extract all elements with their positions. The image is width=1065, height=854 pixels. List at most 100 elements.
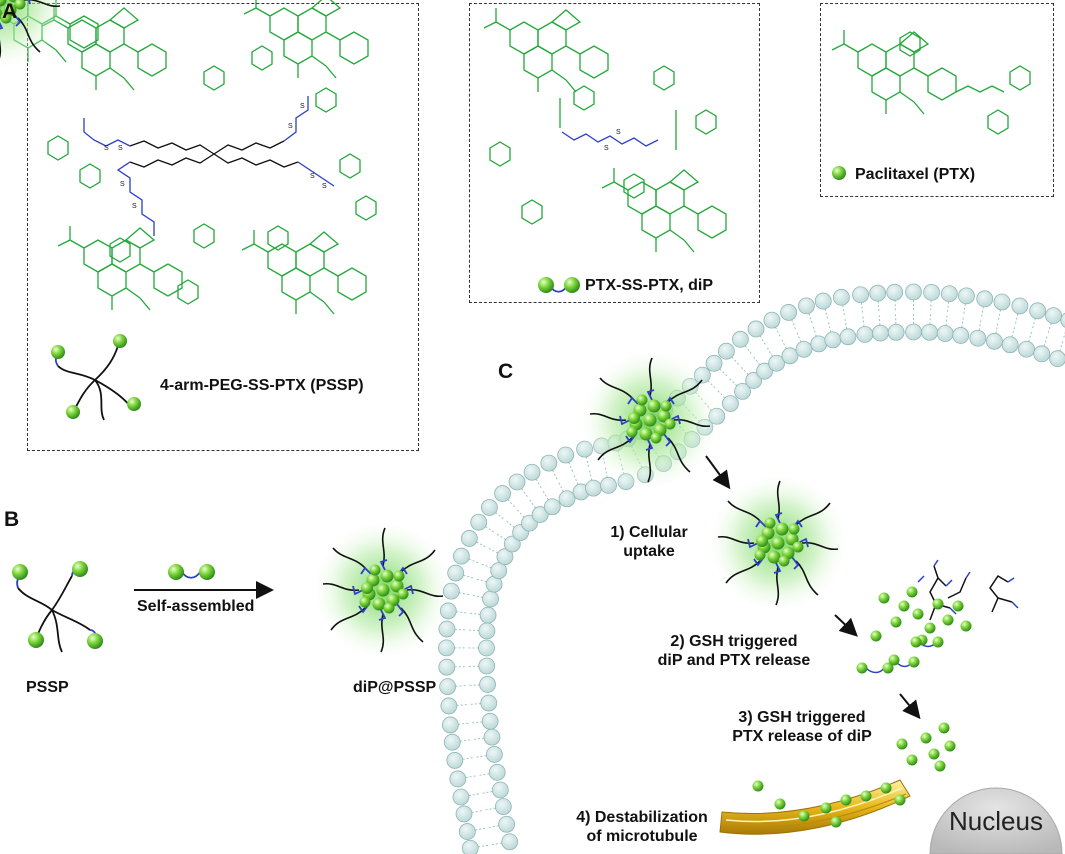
- lipid-head: [481, 712, 499, 730]
- panel-a-dip-box: [469, 3, 760, 303]
- pssp-disulfide-linkers: [83, 96, 335, 236]
- lipid-head: [745, 372, 763, 389]
- lipid-tail: [1028, 318, 1036, 342]
- lipid-head: [452, 788, 470, 806]
- panel-b-pssp-label: PSSP: [26, 679, 69, 696]
- lipid-tail: [456, 703, 481, 706]
- lipid-tail: [521, 488, 536, 509]
- lipid-tail: [894, 300, 897, 325]
- lipid-head: [856, 326, 874, 343]
- lipid-head: [940, 285, 958, 303]
- panel-b-pssp-cartoon: [12, 561, 103, 653]
- step-2-line-1: 2) GSH triggered: [670, 633, 798, 650]
- lipid-head: [756, 362, 773, 380]
- lipid-tail: [877, 301, 881, 326]
- ptx-structure: [831, 29, 1031, 135]
- lipid-head: [438, 620, 456, 638]
- step-4-label: 4) Destabilization of microtubule: [562, 808, 722, 846]
- step-4-line-1: 4) Destabilization: [576, 809, 708, 826]
- svg-text:S: S: [322, 183, 327, 190]
- lipid-tail: [463, 574, 487, 583]
- lipid-head: [780, 304, 798, 321]
- released-ptx-spheres: [856, 586, 972, 772]
- svg-text:S: S: [604, 145, 609, 152]
- lipid-tail: [471, 807, 496, 813]
- pssp-cartoon: [51, 334, 141, 421]
- svg-text:S: S: [132, 203, 137, 210]
- lipid-head: [795, 340, 813, 358]
- lipid-head: [869, 284, 887, 302]
- lipid-tail: [719, 368, 738, 387]
- nanoparticle-intracellular: [705, 470, 851, 616]
- lipid-head: [479, 606, 497, 624]
- lipid-head: [1018, 340, 1035, 358]
- lipid-head: [1029, 302, 1047, 320]
- lipid-head: [480, 694, 498, 712]
- lipid-tail: [468, 790, 493, 797]
- lipid-head: [508, 473, 526, 491]
- lipid-head: [478, 622, 496, 640]
- lipid-tail: [462, 755, 487, 760]
- arrow-release: [834, 614, 858, 637]
- pssp-label: 4-arm-PEG-SS-PTX (PSSP): [160, 377, 364, 394]
- panel-b-letter: B: [4, 508, 20, 531]
- step-1-line-2: uptake: [623, 543, 675, 560]
- lipid-head: [447, 564, 465, 582]
- lipid-head: [976, 290, 994, 308]
- lipid-head: [498, 815, 516, 833]
- lipid-tail: [507, 499, 525, 518]
- ptx-sphere-icon: [832, 166, 846, 180]
- lipid-head: [443, 733, 461, 751]
- lipid-head: [442, 582, 460, 600]
- svg-text:S: S: [616, 129, 621, 136]
- lipid-head: [872, 324, 889, 342]
- lipid-head: [905, 323, 922, 341]
- lipid-head: [923, 283, 940, 301]
- lipid-head: [501, 833, 519, 851]
- lipid-head: [540, 454, 558, 472]
- step-3-line-2: PTX release of diP: [732, 728, 872, 745]
- panel-b-dip-icon: [168, 564, 215, 580]
- lipid-tail: [459, 592, 483, 598]
- lipid-head: [1033, 345, 1051, 363]
- lipid-head: [470, 513, 488, 531]
- lipid-tail: [945, 301, 950, 326]
- lipid-head: [460, 530, 478, 547]
- panel-a-ptx-box: [820, 3, 1054, 197]
- dip-disulfide-linker: [561, 131, 659, 147]
- lipid-head: [558, 490, 576, 508]
- dip-label: PTX-SS-PTX, diP: [585, 277, 714, 294]
- lipid-head: [478, 639, 495, 657]
- svg-text:S: S: [120, 181, 125, 188]
- lipid-tail: [552, 470, 564, 492]
- lipid-head: [461, 839, 479, 854]
- svg-text:S: S: [310, 173, 315, 180]
- svg-text:S: S: [300, 103, 305, 110]
- lipid-head: [1045, 307, 1062, 325]
- lipid-head: [722, 395, 739, 413]
- lipid-tail: [759, 335, 773, 357]
- released-polymer-fragments: [865, 559, 1019, 674]
- lipid-tail: [1059, 331, 1065, 352]
- lipid-tail: [478, 842, 502, 848]
- lipid-head: [1060, 312, 1065, 328]
- lipid-tail: [454, 665, 479, 668]
- lipid-head: [494, 485, 511, 502]
- lipid-head: [852, 286, 869, 304]
- lipid-head: [543, 498, 561, 516]
- svg-text:S: S: [288, 123, 293, 130]
- pssp-phenyl-rings: [47, 45, 377, 305]
- lipid-head: [523, 463, 541, 481]
- step-2-line-2: diP and PTX release: [657, 652, 811, 669]
- lipid-head: [449, 770, 467, 788]
- lipid-head: [458, 823, 476, 840]
- lipid-head: [705, 354, 723, 372]
- lipid-head: [440, 697, 458, 715]
- lipid-head: [438, 639, 455, 657]
- nanoparticle: [0, 0, 72, 72]
- lipid-head: [496, 548, 514, 566]
- step-1-label: 1) Cellular uptake: [594, 523, 704, 561]
- self-assembled-label: Self-assembled: [137, 598, 255, 615]
- lipid-tail: [465, 773, 490, 779]
